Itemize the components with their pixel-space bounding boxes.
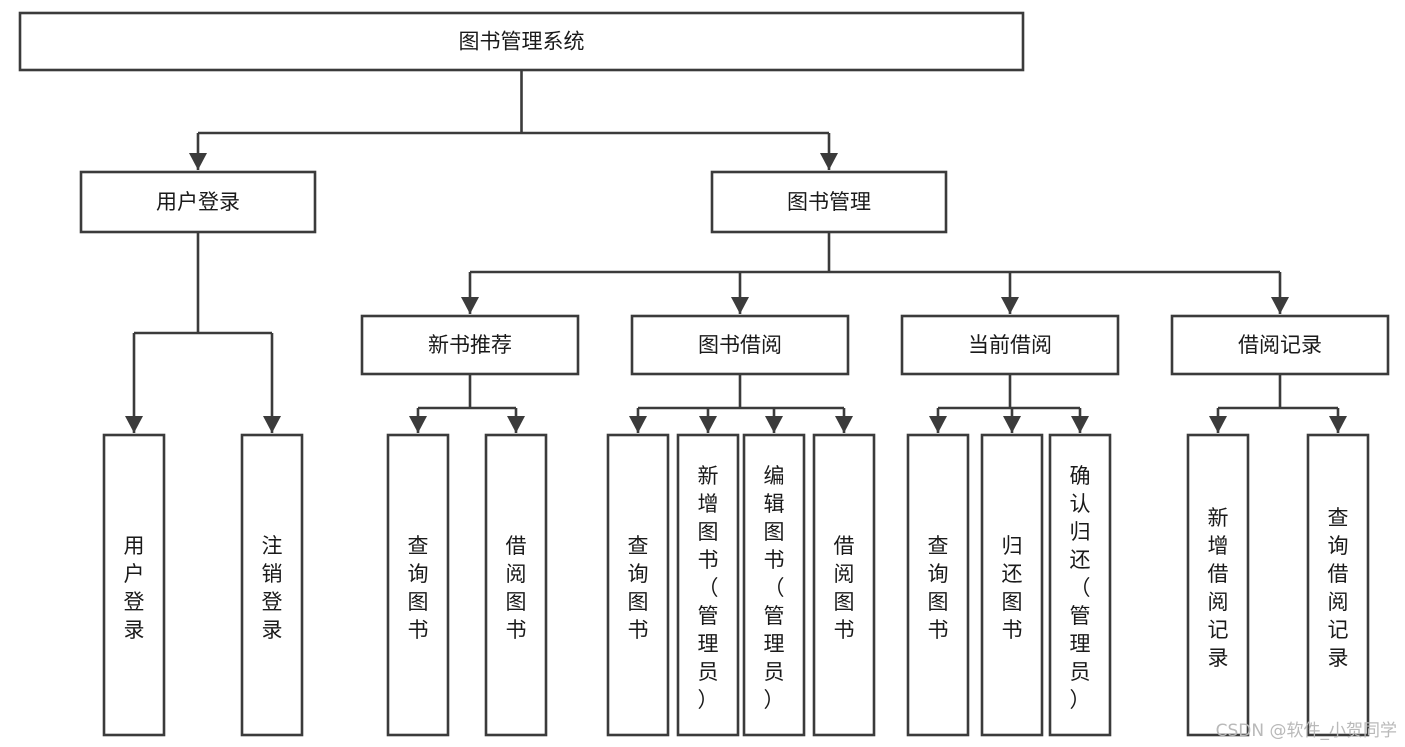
arrow-head-icon <box>507 416 525 433</box>
node-leaf-add-book[interactable]: 新增图书（管理员） <box>676 433 740 737</box>
node-box[interactable] <box>1306 433 1370 737</box>
arrow-head-icon <box>835 416 853 433</box>
node-borrow-record[interactable]: 借阅记录 <box>1170 314 1390 376</box>
node-leaf-borrow-book-2[interactable]: 借阅图书 <box>812 433 876 737</box>
node-leaf-return-book[interactable]: 归还图书 <box>980 433 1044 737</box>
node-label: 归还图书 <box>1002 534 1023 642</box>
node-label: 用户登录 <box>124 534 145 642</box>
node-label: 查询图书 <box>928 534 949 642</box>
arrow-head-icon <box>1001 297 1019 314</box>
node-box[interactable] <box>606 433 670 737</box>
node-label: 编辑图书（管理员） <box>764 464 785 712</box>
node-box[interactable] <box>79 170 317 234</box>
node-book-borrow[interactable]: 图书借阅 <box>630 314 850 376</box>
connectors-layer <box>125 70 1347 433</box>
node-label: 图书借阅 <box>698 333 782 357</box>
node-box[interactable] <box>630 314 850 376</box>
node-box[interactable] <box>900 314 1120 376</box>
node-box[interactable] <box>360 314 580 376</box>
node-box[interactable] <box>812 433 876 737</box>
node-root[interactable]: 图书管理系统 <box>18 11 1025 72</box>
node-label: 图书管理 <box>787 190 871 214</box>
node-leaf-query-book-3[interactable]: 查询图书 <box>906 433 970 737</box>
node-box[interactable] <box>240 433 304 737</box>
node-label: 查询借阅记录 <box>1328 506 1349 670</box>
node-leaf-user-logout[interactable]: 注销登录 <box>240 433 304 737</box>
node-box[interactable] <box>742 433 806 737</box>
node-label: 查询图书 <box>628 534 649 642</box>
node-label: 注销登录 <box>262 534 283 642</box>
node-label: 当前借阅 <box>968 333 1052 357</box>
node-box[interactable] <box>1186 433 1250 737</box>
node-box[interactable] <box>1170 314 1390 376</box>
node-box[interactable] <box>386 433 450 737</box>
node-leaf-query-record[interactable]: 查询借阅记录 <box>1306 433 1370 737</box>
node-box[interactable] <box>676 433 740 737</box>
node-label: 图书管理系统 <box>459 30 585 54</box>
node-leaf-query-book-1[interactable]: 查询图书 <box>386 433 450 737</box>
node-label: 借阅记录 <box>1238 333 1322 357</box>
node-label: 查询图书 <box>408 534 429 642</box>
arrow-head-icon <box>1071 416 1089 433</box>
nodes-layer: 图书管理系统用户登录图书管理新书推荐图书借阅当前借阅借阅记录用户登录注销登录查询… <box>18 11 1390 737</box>
arrow-head-icon <box>1209 416 1227 433</box>
node-leaf-add-record[interactable]: 新增借阅记录 <box>1186 433 1250 737</box>
arrow-head-icon <box>820 153 838 170</box>
node-leaf-user-login[interactable]: 用户登录 <box>102 433 166 737</box>
node-leaf-edit-book[interactable]: 编辑图书（管理员） <box>742 433 806 737</box>
node-box[interactable] <box>1048 433 1112 737</box>
arrow-head-icon <box>1271 297 1289 314</box>
arrow-head-icon <box>461 297 479 314</box>
node-leaf-query-book-2[interactable]: 查询图书 <box>606 433 670 737</box>
node-label: 新增借阅记录 <box>1208 506 1229 670</box>
arrow-head-icon <box>731 297 749 314</box>
arrow-head-icon <box>699 416 717 433</box>
arrow-head-icon <box>409 416 427 433</box>
node-label: 新书推荐 <box>428 333 512 357</box>
node-box[interactable] <box>980 433 1044 737</box>
node-user-login[interactable]: 用户登录 <box>79 170 317 234</box>
arrow-head-icon <box>125 416 143 433</box>
node-box[interactable] <box>906 433 970 737</box>
node-box[interactable] <box>710 170 948 234</box>
arrow-head-icon <box>929 416 947 433</box>
node-label: 借阅图书 <box>834 534 855 642</box>
node-new-book-rec[interactable]: 新书推荐 <box>360 314 580 376</box>
arrow-head-icon <box>189 153 207 170</box>
node-label: 新增图书（管理员） <box>698 464 719 712</box>
node-label: 借阅图书 <box>506 534 527 642</box>
node-box[interactable] <box>102 433 166 737</box>
node-book-manage[interactable]: 图书管理 <box>710 170 948 234</box>
arrow-head-icon <box>629 416 647 433</box>
arrow-head-icon <box>263 416 281 433</box>
node-box[interactable] <box>18 11 1025 72</box>
node-label: 确认归还（管理员） <box>1070 464 1091 712</box>
node-leaf-borrow-book-1[interactable]: 借阅图书 <box>484 433 548 737</box>
arrow-head-icon <box>1329 416 1347 433</box>
arrow-head-icon <box>1003 416 1021 433</box>
node-label: 用户登录 <box>156 190 240 214</box>
node-current-borrow[interactable]: 当前借阅 <box>900 314 1120 376</box>
node-box[interactable] <box>484 433 548 737</box>
node-leaf-confirm-return[interactable]: 确认归还（管理员） <box>1048 433 1112 737</box>
arrow-head-icon <box>765 416 783 433</box>
